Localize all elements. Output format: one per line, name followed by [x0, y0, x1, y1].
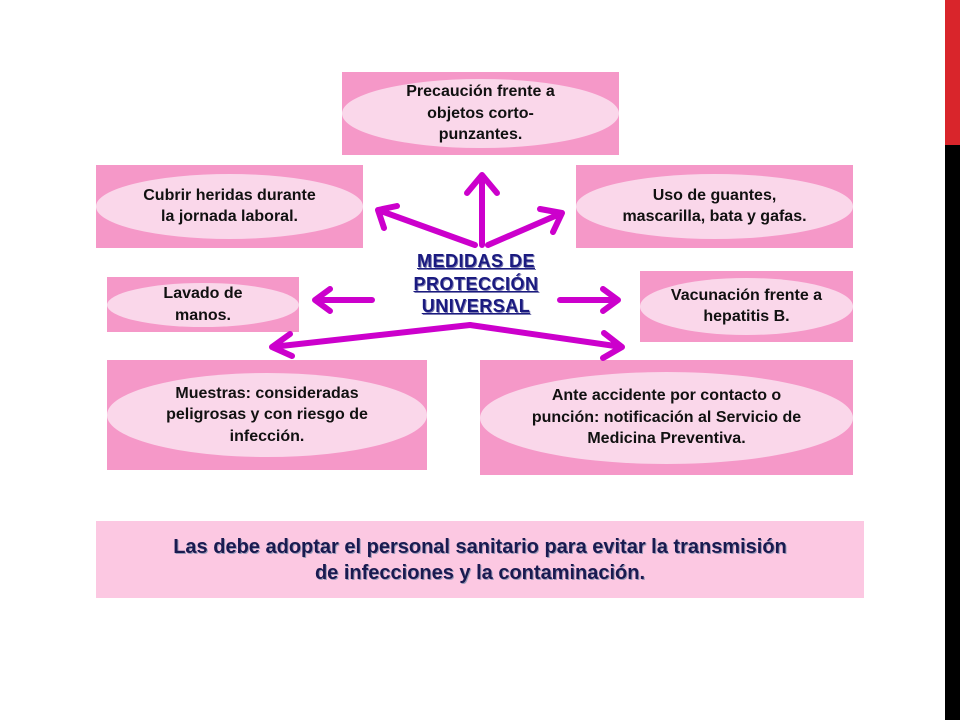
ellipse-accidente: Ante accidente por contacto o punción: n…	[480, 371, 853, 464]
label-vacunacion: Vacunación frente a hepatitis B.	[670, 286, 823, 326]
ellipse-lavado-manos: Lavado de manos.	[107, 282, 299, 327]
ellipse-muestras: Muestras: consideradas peligrosas y con …	[107, 373, 427, 457]
label-uso-guantes: Uso de guantes, mascarilla, bata y gafas…	[622, 186, 807, 226]
footer-text: Las debe adoptar el personal sanitario p…	[173, 535, 787, 584]
footer-banner: Las debe adoptar el personal sanitario p…	[96, 521, 864, 598]
arrow-left	[312, 286, 375, 314]
label-accidente: Ante accidente por contacto o punción: n…	[531, 387, 802, 448]
label-lavado-manos: Lavado de manos.	[163, 284, 243, 324]
arrow-upper-left	[375, 203, 478, 248]
accent-bar-red	[945, 0, 960, 145]
center-title: MEDIDAS DE PROTECCIÓN UNIVERSAL	[413, 251, 539, 316]
label-muestras: Muestras: consideradas peligrosas y con …	[166, 384, 368, 445]
ellipse-precaucion: Precaución frente a objetos corto-punzan…	[342, 78, 619, 149]
box-precaucion: Precaución frente a objetos corto-punzan…	[342, 72, 619, 155]
box-accidente: Ante accidente por contacto o punción: n…	[480, 360, 853, 475]
ellipse-uso-guantes: Uso de guantes, mascarilla, bata y gafas…	[576, 174, 853, 239]
box-muestras: Muestras: consideradas peligrosas y con …	[107, 360, 427, 470]
box-uso-guantes: Uso de guantes, mascarilla, bata y gafas…	[576, 165, 853, 248]
ellipse-cubrir-heridas: Cubrir heridas durante la jornada labora…	[96, 174, 363, 239]
arrow-lower-right	[467, 322, 625, 361]
label-cubrir-heridas: Cubrir heridas durante la jornada labora…	[143, 186, 316, 226]
box-vacunacion: Vacunación frente a hepatitis B.	[640, 271, 853, 342]
label-precaucion: Precaución frente a objetos corto-punzan…	[406, 83, 555, 144]
accent-bar-black	[945, 145, 960, 720]
box-cubrir-heridas: Cubrir heridas durante la jornada labora…	[96, 165, 363, 248]
ellipse-vacunacion: Vacunación frente a hepatitis B.	[640, 278, 853, 335]
arrow-upper-right	[485, 206, 565, 248]
arrow-up	[464, 172, 500, 248]
arrow-lower-left	[269, 322, 473, 359]
box-lavado-manos: Lavado de manos.	[107, 277, 299, 332]
